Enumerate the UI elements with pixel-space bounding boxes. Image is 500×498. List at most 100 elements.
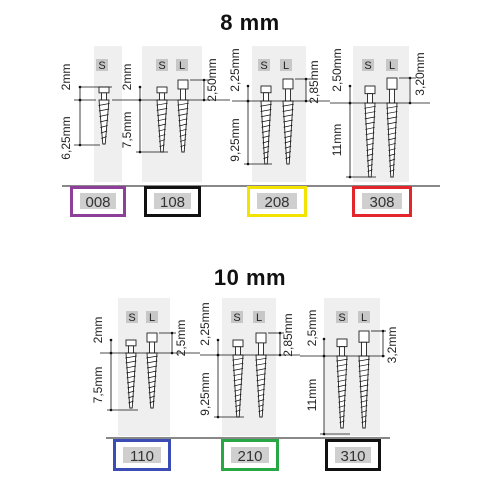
- thread-line: [364, 105, 376, 109]
- code-chip: [335, 447, 371, 463]
- thread-line: [125, 360, 137, 364]
- label-head-height: 2,50mm: [330, 48, 344, 91]
- code-chip: [257, 193, 297, 209]
- code-label: 310: [340, 448, 365, 465]
- thread-line: [387, 127, 397, 130]
- thread-line: [359, 389, 369, 393]
- arrow-tip: [138, 85, 142, 89]
- thread-line: [158, 128, 166, 132]
- thread-line: [366, 153, 374, 157]
- thread-line: [158, 134, 166, 137]
- thread-line: [389, 164, 395, 167]
- thread-line: [364, 111, 376, 114]
- section-title-8mm: 8 mm: [220, 10, 280, 35]
- thread-line: [336, 358, 348, 362]
- code-label: 108: [160, 194, 185, 211]
- tag-l-text: L: [256, 312, 262, 324]
- label-body-length: 6,25mm: [59, 116, 73, 159]
- label-long-head: 2,85mm: [281, 313, 295, 356]
- thread-line: [387, 132, 397, 136]
- thread-line: [336, 369, 348, 372]
- tag-s-text: S: [233, 312, 240, 324]
- group-background: [353, 46, 409, 182]
- thread-line: [125, 355, 137, 359]
- implant-head: [260, 85, 272, 94]
- thread-line: [256, 383, 266, 387]
- thread-line: [389, 169, 395, 173]
- implant-head: [282, 78, 294, 90]
- label-head-height: 2,25mm: [198, 302, 212, 345]
- label-head-height: 2,5mm: [305, 310, 319, 347]
- arrow-tip: [216, 338, 220, 342]
- thread-line: [126, 380, 136, 384]
- thread-line: [156, 108, 168, 111]
- thread-line: [233, 373, 243, 377]
- thread-line: [100, 125, 108, 128]
- tag-l-text: L: [389, 60, 395, 72]
- thread-line: [177, 102, 189, 106]
- arrow-tip: [322, 354, 326, 358]
- thread-line: [282, 109, 294, 112]
- tag-s: [96, 59, 108, 71]
- implant-neck: [389, 88, 395, 104]
- arrow-tip: [408, 101, 412, 105]
- thread-line: [359, 374, 369, 377]
- group-background: [142, 46, 202, 182]
- thread-line: [283, 119, 293, 123]
- thread-line: [126, 370, 136, 374]
- arrow-tip: [348, 101, 352, 105]
- thread-line: [262, 145, 270, 149]
- thread-line: [98, 103, 110, 106]
- tag-s-text: S: [260, 60, 267, 72]
- tag-s: [336, 311, 348, 323]
- thread-line: [255, 362, 267, 366]
- thread-line: [261, 130, 271, 133]
- tag-l: [358, 311, 370, 323]
- thread-line: [99, 119, 109, 123]
- thread-line: [234, 388, 242, 392]
- thread-line: [146, 360, 158, 364]
- implant-head: [98, 86, 110, 94]
- thread-line: [360, 410, 368, 413]
- tag-s-text: S: [128, 312, 135, 324]
- label-body-length: 11mm: [305, 379, 319, 411]
- group-background: [324, 298, 380, 436]
- implant-neck: [159, 92, 165, 101]
- thread-line: [359, 379, 369, 383]
- tag-l-text: L: [149, 312, 155, 324]
- thread-line: [255, 368, 267, 371]
- label-long-head: 3,2mm: [385, 327, 399, 364]
- label-body-length: 9,25mm: [228, 118, 242, 161]
- arrow-tip: [109, 338, 113, 342]
- thread-line: [337, 374, 347, 377]
- thread-line: [257, 388, 265, 392]
- implant-neck: [101, 92, 107, 101]
- thread-line: [157, 123, 167, 127]
- thread-line: [99, 114, 109, 117]
- thread-line: [262, 140, 270, 144]
- thread-line: [360, 399, 368, 403]
- thread-line: [337, 384, 347, 388]
- thread-line: [285, 151, 291, 154]
- thread-line: [360, 394, 368, 398]
- implant-neck: [149, 341, 155, 354]
- thread-line: [232, 368, 244, 371]
- thread-line: [147, 375, 157, 379]
- thread-line: [156, 102, 168, 106]
- label-body-length: 11mm: [330, 124, 344, 156]
- thread-line: [283, 130, 293, 133]
- thread-line: [256, 373, 266, 377]
- implant-neck: [367, 93, 373, 104]
- thread-line: [149, 400, 155, 404]
- label-body-length: 7,5mm: [91, 367, 105, 404]
- thread-line: [234, 393, 242, 397]
- thread-line: [177, 108, 189, 111]
- thread-line: [386, 111, 398, 114]
- tag-s: [231, 311, 243, 323]
- implant-short: [98, 86, 110, 145]
- label-body-length: 7,5mm: [120, 112, 134, 149]
- thread-line: [386, 105, 398, 109]
- label-head-height: 2mm: [91, 317, 105, 344]
- implant-head: [146, 332, 158, 343]
- code-label: 110: [130, 448, 154, 465]
